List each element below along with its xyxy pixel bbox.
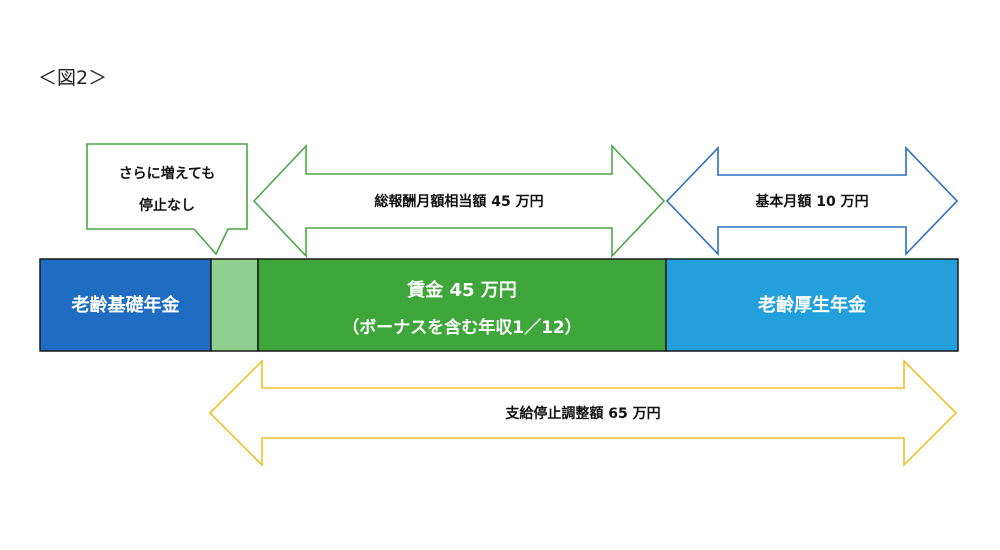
callout-box bbox=[86, 143, 248, 256]
kosei-pension-block bbox=[665, 258, 959, 352]
yellow-double-arrow bbox=[208, 359, 958, 467]
green-double-arrow bbox=[252, 143, 666, 259]
figure-label: ＜図2＞ bbox=[38, 67, 107, 89]
kosei-pension-label: 老齢厚生年金 bbox=[758, 294, 867, 316]
kiso-pension-label: 老齢基礎年金 bbox=[72, 294, 181, 316]
gap-block bbox=[210, 258, 259, 352]
green-arrow-label: 総報酬月額相当額 45 万円 bbox=[374, 193, 543, 210]
blue-arrow-label: 基本月額 10 万円 bbox=[755, 193, 868, 210]
callout-line-1: さらに増えても bbox=[119, 165, 216, 182]
kiso-pension-block bbox=[39, 258, 212, 352]
callout-line-2: 停止なし bbox=[139, 197, 195, 214]
wage-label-line-1: 賃金 45 万円 bbox=[406, 279, 517, 301]
wage-block bbox=[257, 258, 667, 352]
wage-label-line-2: （ボーナスを含む年収1／12） bbox=[342, 317, 582, 338]
blue-double-arrow bbox=[665, 146, 959, 256]
yellow-arrow-label: 支給停止調整額 65 万円 bbox=[504, 405, 660, 422]
